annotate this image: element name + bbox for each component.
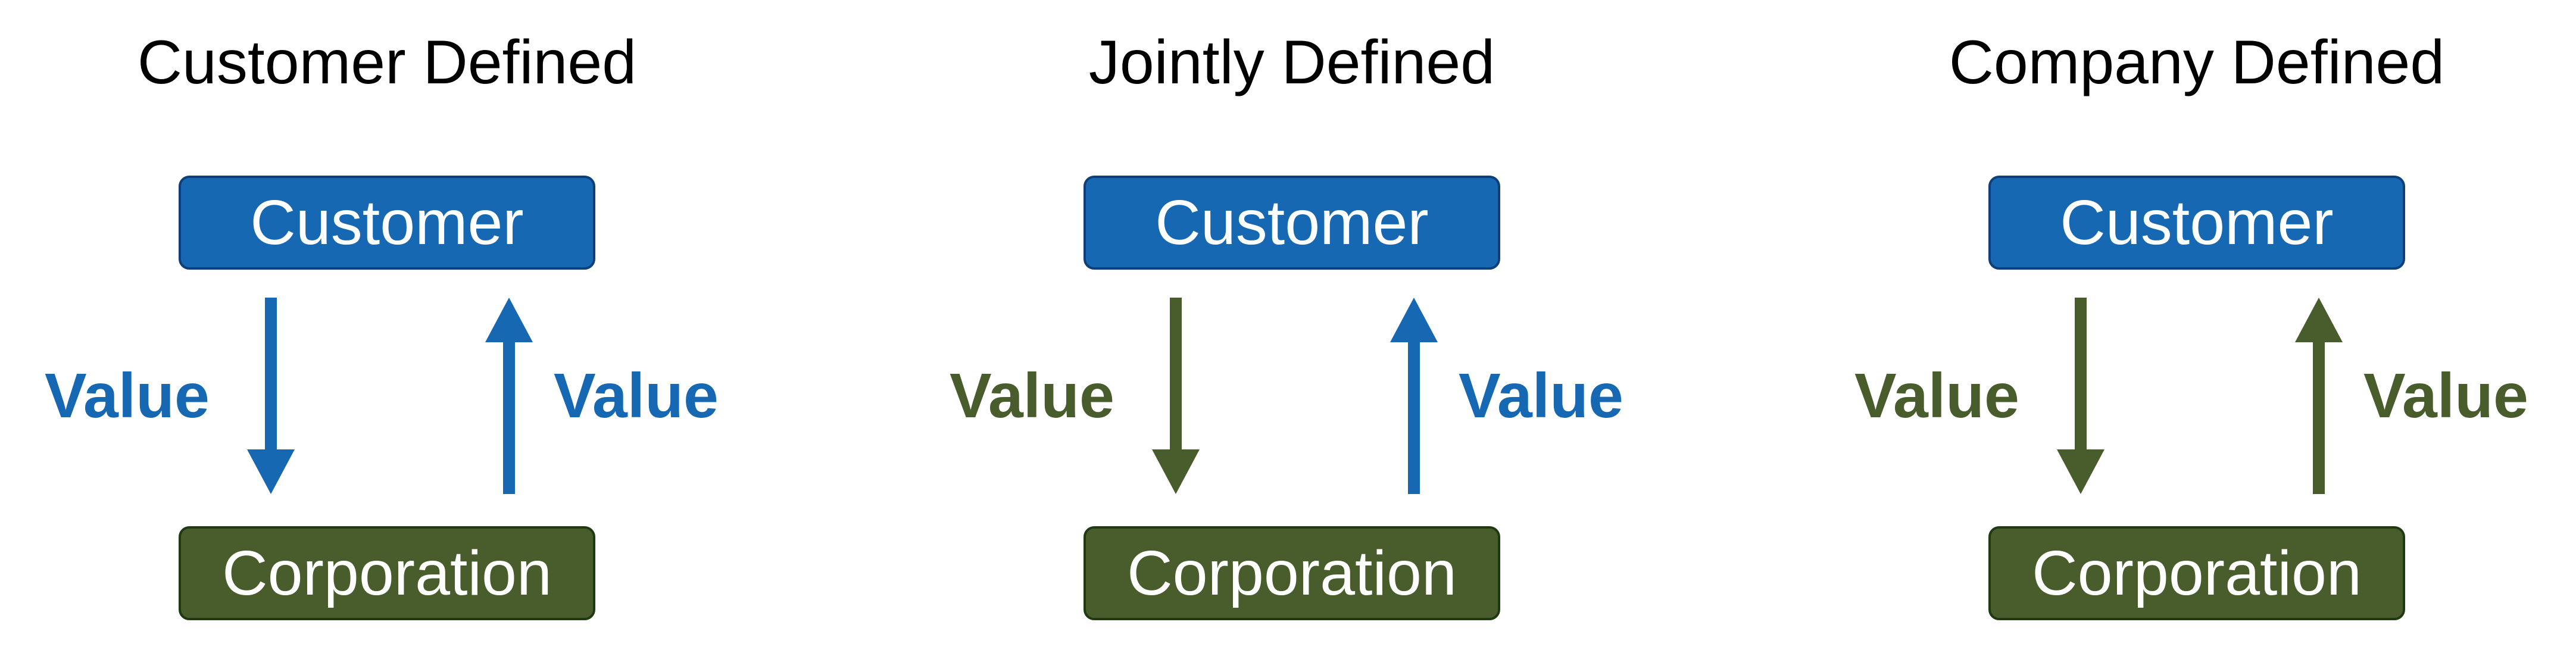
up-value-label: Value — [554, 361, 719, 431]
up-arrow — [1390, 298, 1438, 494]
corporation-box: Corporation — [1084, 526, 1500, 620]
down-arrow — [247, 298, 295, 494]
panel-jointly-defined: Jointly Defined Customer Value Value Cor… — [905, 0, 1679, 650]
up-arrow — [2295, 298, 2343, 494]
customer-box: Customer — [179, 176, 595, 270]
panel-customer-defined: Customer Defined Customer Value Value Co… — [0, 0, 774, 650]
panel-title: Company Defined — [1949, 28, 2445, 97]
corporation-box: Corporation — [179, 526, 595, 620]
panel-title: Customer Defined — [137, 28, 637, 97]
down-value-label: Value — [950, 361, 1114, 431]
corporation-box: Corporation — [1988, 526, 2405, 620]
panel-title: Jointly Defined — [1088, 28, 1495, 97]
down-value-label: Value — [45, 361, 210, 431]
up-value-label: Value — [1459, 361, 1623, 431]
down-arrow — [2057, 298, 2104, 494]
up-arrow — [485, 298, 533, 494]
up-value-label: Value — [2363, 361, 2528, 431]
down-arrow — [1152, 298, 1200, 494]
panel-company-defined: Company Defined Customer Value Value Cor… — [1810, 0, 2576, 650]
down-value-label: Value — [1854, 361, 2019, 431]
customer-box: Customer — [1988, 176, 2405, 270]
customer-box: Customer — [1084, 176, 1500, 270]
